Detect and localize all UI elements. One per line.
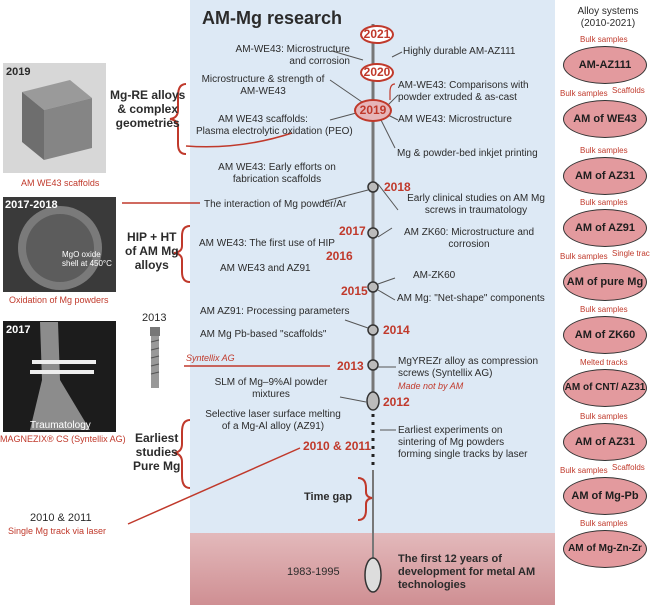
event-2017-hip: AM WE43: The first use of HIP [199,238,335,249]
event-2021-az111: Highly durable AM-AZ111 [403,46,516,57]
alloy-tag: Bulk samples [580,35,628,44]
alloy-tag-secondary: Scaffolds [612,463,645,472]
node-2013 [367,359,379,371]
alloy-tag-secondary: Scaffolds [612,86,645,95]
block2-caption: Oxidation of Mg powders [9,295,109,305]
timeline-title: AM-Mg research [202,8,343,28]
event-2018-powder-ar: The interaction of Mg powder/Ar [204,199,347,210]
event-2019-comparison: AM-WE43: Comparisons with powder extrude… [398,80,529,103]
brace-2019 [169,83,187,155]
year-2010-2011: 2010 & 2011 [303,439,372,453]
brace-time-gap [357,477,373,521]
bottom-note: The first 12 years of development for me… [398,553,536,591]
block1-label: Mg-RE alloys & complex geometries [110,88,186,130]
node-2018 [367,181,379,193]
year-2015: 2015 [341,284,368,298]
event-2019-peo: AM WE43 scaffolds: Plasma electrolytic o… [196,114,353,137]
year-2017: 2017 [339,224,366,238]
block2-label: HIP + HT of AM Mg alloys [125,230,179,272]
block3-year: 2017 [6,324,31,336]
node-2012 [366,391,380,411]
event-2011-sintering: Earliest experiments on sintering of Mg … [398,425,528,460]
event-2018-clinical: Early clinical studies on AM Mg screws i… [407,193,545,216]
block3-label: Earliest studies Pure Mg [133,431,181,473]
year-2019: 2019 [354,99,392,122]
event-2012-slm: SLM of Mg–9%Al powder mixtures [214,377,328,400]
event-2020-we43: AM-WE43: Microstructure and corrosion [235,44,350,67]
connector-2019 [185,132,293,148]
time-gap-label: Time gap [304,491,353,503]
alloy-system: AM-AZ111 [563,46,647,84]
node-2014 [367,324,379,336]
brace-earliest [173,419,191,489]
screw-image [150,327,160,388]
xray-photo [3,321,116,432]
alloy-system: AM of ZK60 [563,316,647,354]
brace-2017 [173,225,191,283]
alloy-system: AM of Mg-Zn-Zr [563,530,647,568]
alloy-tag-secondary: Single track [612,249,650,258]
alloy-system: AM of Mg-Pb [563,477,647,515]
alloy-system: AM of AZ91 [563,209,647,247]
connector-2011 [127,447,301,525]
alloy-tag: Bulk samples [560,89,608,98]
year-2012: 2012 [383,395,410,409]
event-2016-we43-az91: AM WE43 and AZ91 [220,263,311,274]
event-2015-zk60: AM-ZK60 [413,270,456,281]
alloy-header: Alloy systems (2010-2021) [577,6,639,29]
block3-syntellix: Syntellix AG [186,353,235,363]
alloy-tag: Bulk samples [560,252,608,261]
alloy-system: AM of pure Mg [563,263,647,301]
year-2020: 2020 [360,63,394,82]
event-2018-scaffolds: AM WE43: Early efforts on fabrication sc… [218,162,336,185]
block3-screw-year: 2013 [142,312,167,324]
alloy-tag: Bulk samples [580,412,628,421]
block1-year: 2019 [6,66,31,78]
event-2019-microstructure: AM WE43: Microstructure [398,114,512,125]
node-2015 [367,281,379,293]
scaffold-photo [3,63,106,173]
alloy-system: AM of CNT/ AZ31 [563,369,647,407]
alloy-tag: Bulk samples [580,198,628,207]
block4-caption: Single Mg track via laser [8,526,107,536]
block2-year: 2017-2018 [5,199,58,211]
alloy-tag: Bulk samples [560,466,608,475]
year-2021: 2021 [360,25,394,44]
block3-photo-text: Traumatology [30,420,91,431]
block1-caption: AM WE43 scaffolds [21,178,100,188]
alloy-tag: Bulk samples [580,146,628,155]
alloy-tag: Bulk samples [580,305,628,314]
event-2014-az91: AM AZ91: Processing parameters [200,306,350,317]
event-2015-net-shape: AM Mg: "Net-shape" components [397,293,545,304]
alloy-tag: Melted tracks [580,358,628,367]
block3-caption: MAGNEZIX® CS (Syntellix AG) [0,434,126,444]
event-2014-pb-scaffolds: AM Mg Pb-based "scaffolds" [200,329,327,340]
alloy-system: AM of AZ31 [563,423,647,461]
block4-year: 2010 & 2011 [30,512,92,524]
event-2011-surface-melting: Selective laser surface melting of a Mg-… [205,409,341,432]
year-2018: 2018 [384,180,411,194]
year-1983-1995: 1983-1995 [287,566,340,578]
node-1983 [364,557,382,593]
year-2016: 2016 [326,249,353,263]
node-2017 [367,227,379,239]
mg-powder-sem-photo [3,197,116,292]
event-2019-strength: Microstructure & strength of AM-WE43 [201,74,325,97]
event-2019-inkjet: Mg & powder-bed inkjet printing [397,148,538,159]
alloy-system: AM of AZ31 [563,157,647,195]
alloy-system: AM of WE43 [563,100,647,138]
year-2013: 2013 [337,359,364,373]
alloy-tag: Bulk samples [580,519,628,528]
event-2017-zk60: AM ZK60: Microstructure and corrosion [403,227,535,250]
year-2014: 2014 [383,323,410,337]
event-2013-mgyrezr: MgYREZr alloy as compression screws (Syn… [398,356,539,391]
block2-inset: MgO oxide shell at 450°C [62,250,112,268]
